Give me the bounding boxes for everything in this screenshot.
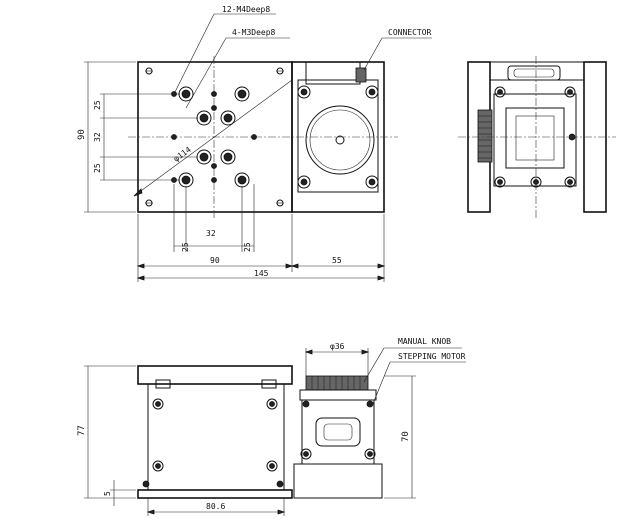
- side-knob: [477, 109, 493, 163]
- dim-5: 5: [103, 491, 112, 496]
- front-view: φ36 MANUAL KNOB STEPPING MOTOR 77 70 5 8…: [77, 337, 466, 516]
- dim-145: 145: [254, 269, 269, 278]
- m4-callout-label: 12-M4Deep8: [222, 5, 270, 14]
- knob-callout-leader: [363, 347, 385, 383]
- pcd-arrow: [133, 188, 143, 197]
- m3-callout-leader: [185, 37, 227, 109]
- dim-v25-top: 25: [93, 100, 102, 110]
- dim-77: 77: [77, 425, 87, 436]
- top-view: φ114 12-M4Deep8 4-M3Deep8 CONNECTOR 90 2…: [77, 5, 432, 282]
- front-top-plate: [137, 365, 293, 385]
- front-screws: [142, 398, 284, 488]
- stage-corner-holes: [145, 67, 284, 207]
- dim-h25-right: 25: [243, 242, 252, 252]
- motor-callout-label: STEPPING MOTOR: [398, 352, 466, 361]
- motor-face-inner: [309, 109, 371, 171]
- dim-55: 55: [332, 256, 342, 265]
- dim-v25-bottom: 25: [93, 163, 102, 173]
- front-stepping-motor: [301, 399, 375, 465]
- side-top-bar: [489, 61, 585, 81]
- motor-screws: [297, 85, 379, 189]
- m4-callout-leader: [173, 13, 215, 95]
- connector-callout-leader: [363, 37, 383, 71]
- motor-shaft: [335, 135, 345, 145]
- pcd-leader: [133, 79, 293, 197]
- motor-flange-outline: [297, 79, 379, 193]
- side-connector: [507, 65, 561, 81]
- connector-plug: [355, 67, 367, 83]
- motor-face-outer: [305, 105, 375, 175]
- front-motor-base: [293, 463, 383, 499]
- side-motor-body: [505, 107, 565, 169]
- side-screws: [494, 86, 576, 188]
- connector-callout-label: CONNECTOR: [388, 28, 432, 37]
- front-manual-knob: [305, 375, 369, 391]
- motor-callout-leader: [371, 361, 391, 407]
- m3-callout-label: 4-M3Deep8: [232, 28, 276, 37]
- dim-knob-dia: φ36: [330, 342, 345, 351]
- side-view: [458, 56, 616, 220]
- m4-hole-pattern: [178, 86, 250, 188]
- dim-90-horizontal: 90: [210, 256, 220, 265]
- dim-v32: 32: [93, 132, 102, 142]
- dim-h25-left: 25: [181, 242, 190, 252]
- side-carriage: [493, 93, 577, 187]
- dim-90-vertical: 90: [77, 129, 87, 140]
- knob-callout-label: MANUAL KNOB: [398, 337, 451, 346]
- connector-block: [305, 61, 361, 85]
- front-base: [137, 489, 293, 499]
- dim-70: 70: [401, 431, 411, 442]
- front-body: [147, 383, 285, 491]
- dim-h32: 32: [206, 229, 216, 238]
- dim-80-6: 80.6: [206, 502, 225, 511]
